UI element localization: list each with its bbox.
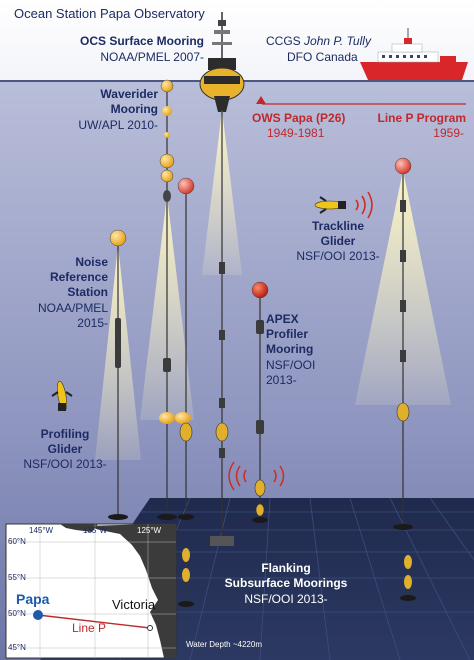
noise-line1: Noise	[75, 255, 108, 269]
flanking-org: NSF/OOI 2013-	[244, 592, 328, 606]
ocs-mooring-name: OCS Surface Mooring	[79, 34, 204, 48]
page-title: Ocean Station Papa Observatory	[14, 6, 205, 21]
noise-years: 2015-	[77, 316, 108, 330]
map-city-label: Victoria	[112, 597, 156, 612]
noise-org: NOAA/PMEL	[37, 301, 108, 315]
map-linep-label: Line P	[72, 621, 107, 635]
water-depth: Water Depth ~4220m	[186, 640, 262, 650]
linep-name: Line P Program	[377, 111, 466, 125]
waverider-line2: Mooring	[110, 102, 158, 116]
noise-line3: Station	[67, 285, 108, 299]
linep-years: 1959-	[433, 126, 464, 140]
ows-name: OWS Papa (P26)	[252, 111, 346, 125]
ocs-buoy-icon	[199, 12, 245, 112]
map-lat-45: 45°N	[8, 643, 26, 652]
ship-icon	[360, 28, 468, 80]
ocs-mooring-org: NOAA/PMEL 2007-	[100, 50, 204, 64]
map-lon-125: 125°W	[137, 526, 162, 535]
anchors	[108, 514, 416, 607]
mooring-lines	[117, 86, 409, 600]
map-lat-60: 60°N	[8, 537, 26, 546]
apex-org: NSF/OOI	[266, 358, 316, 372]
flanking-line2: Subsurface Moorings	[224, 576, 348, 590]
ship-prefix: CCGS	[266, 34, 305, 48]
apex-years: 2013-	[266, 373, 297, 387]
noise-line2: Reference	[49, 270, 108, 284]
apex-line3: Mooring	[266, 342, 314, 356]
map-lon-135: 135°W	[83, 526, 108, 535]
ship-name-italic: John P. Tully	[304, 34, 371, 48]
trackline-org: NSF/OOI 2013-	[296, 249, 380, 263]
flanking-line1: Flanking	[261, 561, 311, 575]
instruments	[115, 200, 406, 458]
water-depth-value: ~4220m	[232, 640, 262, 649]
profiling-org: NSF/OOI 2013-	[23, 457, 107, 471]
map-lon-145: 145°W	[29, 526, 54, 535]
waverider-org: UW/APL 2010-	[78, 118, 158, 132]
trackline-glider-icon	[314, 191, 373, 219]
waverider-line1: Waverider	[100, 87, 158, 101]
profiling-line2: Glider	[47, 442, 83, 456]
apex-line2: Profiler	[266, 327, 309, 341]
ows-years: 1949-1981	[267, 126, 325, 140]
water-depth-label: Water Depth	[186, 640, 231, 649]
map-station-label: Papa	[16, 591, 50, 607]
glass-floats	[179, 402, 412, 589]
map-lat-50: 50°N	[8, 609, 26, 618]
trackline-line2: Glider	[320, 234, 356, 248]
apex-line1: APEX	[266, 312, 299, 326]
profiling-line1: Profiling	[40, 427, 90, 441]
waverider-floats	[159, 79, 191, 424]
history-timeline	[256, 96, 466, 105]
trackline-line1: Trackline	[311, 219, 365, 233]
ship-name: CCGS John P. Tully	[266, 34, 371, 48]
profiling-glider-icon	[51, 380, 73, 412]
top-floats	[109, 157, 412, 299]
inset-map	[5, 523, 177, 659]
acoustic-signal-icon	[228, 461, 285, 491]
map-lat-55: 55°N	[8, 573, 26, 582]
ship-org: DFO Canada	[287, 50, 358, 64]
